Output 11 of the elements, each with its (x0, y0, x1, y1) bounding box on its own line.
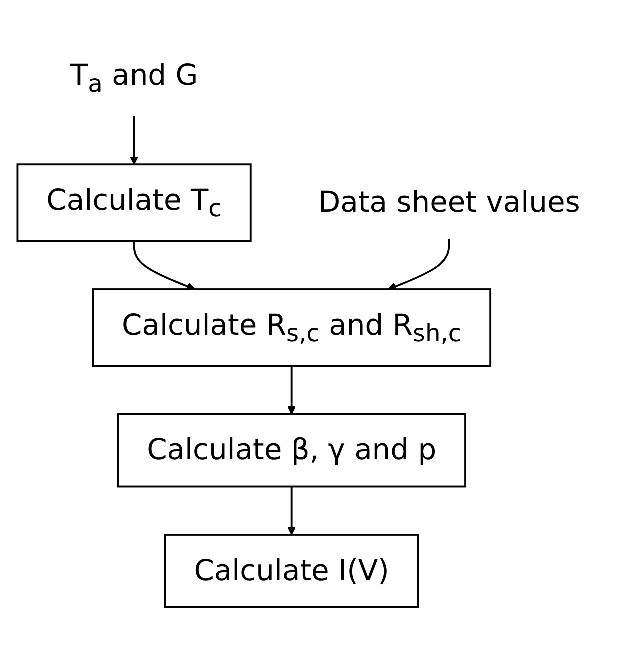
arrow (133, 242, 196, 292)
node-text: T$_{a}$ and G (70, 59, 198, 98)
arrow (130, 116, 139, 166)
node-box: Calculate R$_{s,c}$ and R$_{sh,c}$ (92, 289, 492, 368)
node-text: Data sheet values (318, 186, 580, 220)
node-box: Calculate T$_{c}$ (16, 164, 252, 243)
node-box: Calculate I(V) (164, 534, 420, 609)
arrow (288, 366, 296, 416)
arrow (288, 487, 296, 536)
arrow (388, 240, 450, 292)
node-box: Calculate β, γ and p (117, 414, 466, 488)
